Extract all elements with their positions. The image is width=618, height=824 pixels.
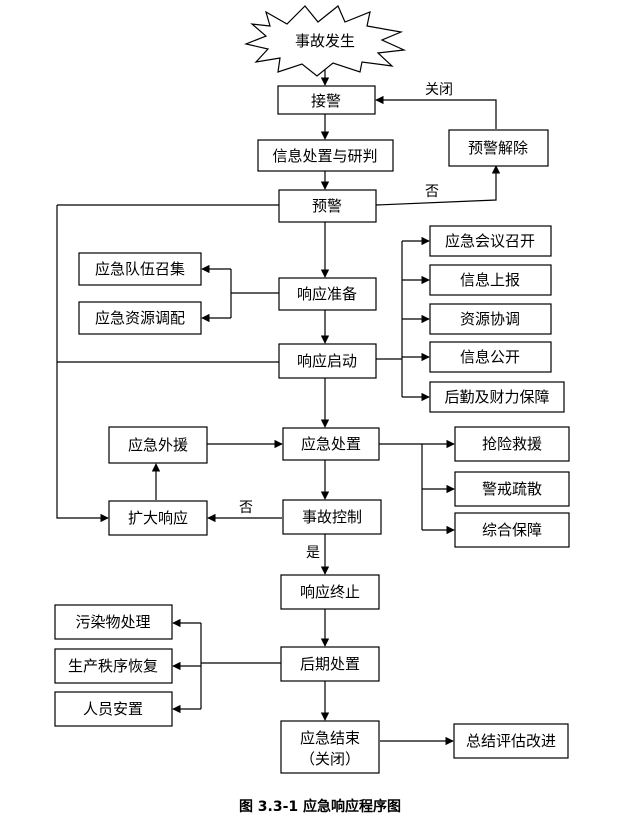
- edge-label-guanbi: 关闭: [425, 82, 453, 98]
- node-houqi-chuzhi: 后期处置: [280, 646, 380, 682]
- node-xiangying-zhunbei: 响应准备: [278, 277, 377, 311]
- starburst-shape: [243, 5, 407, 77]
- node-ziyuan-tiaopei: 应急资源调配: [78, 301, 202, 335]
- node-xinxi-gongkai-label: 信息公开: [460, 348, 520, 366]
- node-zongjie-gaijin-label: 总结评估改进: [466, 732, 556, 750]
- node-yujing-label: 预警: [312, 197, 342, 215]
- node-houqi-chuzhi-label: 后期处置: [300, 655, 360, 673]
- node-yingji-waiyuan: 应急外援: [108, 426, 208, 464]
- node-jiejing: 接警: [277, 85, 376, 115]
- edge-bus-to-kuoda: [56, 205, 109, 523]
- node-xiangying-zhunbei-label: 响应准备: [297, 285, 357, 303]
- node-xiangying-zhongzhi: 响应终止: [280, 574, 380, 610]
- node-duiwu-zhaoji: 应急队伍召集: [78, 252, 202, 286]
- node-shigu-kongzhi: 事故控制: [282, 499, 382, 535]
- node-yingji-chuzhi-label: 应急处置: [301, 435, 361, 453]
- node-huiyi-zhaokai-label: 应急会议召开: [445, 232, 535, 250]
- connectors: [56, 62, 501, 746]
- node-huiyi-zhaokai: 应急会议召开: [429, 225, 552, 257]
- node-qiangxian-jiuyuan: 抢险救援: [454, 426, 570, 462]
- node-houqin-baozhang: 后勤及财力保障: [429, 381, 565, 413]
- node-kuoda-xiangying: 扩大响应: [108, 500, 208, 536]
- node-yingji-jieshu: 应急结束 （关闭）: [280, 720, 380, 774]
- node-wuranwu-chuli: 污染物处理: [54, 604, 173, 640]
- node-ziyuan-xietiao-label: 资源协调: [460, 310, 520, 328]
- node-yujing-jiechu: 预警解除: [448, 129, 549, 167]
- node-yujing-jiechu-label: 预警解除: [468, 139, 528, 157]
- node-shigu-kongzhi-label: 事故控制: [302, 508, 362, 526]
- node-ziyuan-xietiao: 资源协调: [429, 303, 552, 335]
- node-xinxi-gongkai: 信息公开: [429, 341, 552, 373]
- edge-label-fou-yujing: 否: [425, 184, 439, 200]
- edge-jiechu-to-jiejing: [375, 95, 497, 129]
- node-ziyuan-tiaopei-label: 应急资源调配: [95, 309, 185, 327]
- edge-label-fou-kongzhi: 否: [239, 500, 253, 516]
- node-xiangying-qidong-label: 响应启动: [297, 352, 357, 370]
- node-zonghe-baozhang-label: 综合保障: [482, 521, 542, 539]
- node-houqin-baozhang-label: 后勤及财力保障: [444, 388, 549, 406]
- figure-caption: 图 3.3-1 应急响应程序图: [239, 798, 401, 815]
- node-xinxi-shangbao-label: 信息上报: [460, 271, 520, 289]
- node-jingjie-shusan: 警戒疏散: [454, 471, 570, 507]
- node-qiangxian-jiuyuan-label: 抢险救援: [482, 435, 542, 453]
- node-renyuan-anzhi: 人员安置: [54, 691, 173, 727]
- node-duiwu-zhaoji-label: 应急队伍召集: [95, 260, 185, 278]
- node-yingji-waiyuan-label: 应急外援: [128, 436, 188, 454]
- node-shengchan-huifu: 生产秩序恢复: [54, 648, 173, 684]
- node-xinxi-shangbao: 信息上报: [429, 264, 552, 296]
- edge-label-shi: 是: [306, 545, 320, 561]
- node-xinxi-chuzhi: 信息处置与研判: [257, 139, 394, 172]
- node-shengchan-huifu-label: 生产秩序恢复: [68, 657, 158, 675]
- node-yingji-chuzhi: 应急处置: [282, 427, 380, 461]
- node-jiejing-label: 接警: [311, 92, 341, 110]
- node-start: 事故发生: [243, 5, 407, 77]
- node-xiangying-qidong: 响应启动: [278, 343, 377, 379]
- node-wuranwu-chuli-label: 污染物处理: [75, 613, 150, 631]
- node-start-label: 事故发生: [295, 32, 355, 50]
- edge-yujing-to-jiechu: [375, 165, 501, 206]
- node-xinxi-chuzhi-label: 信息处置与研判: [272, 147, 377, 165]
- node-yingji-jieshu-label-line2: （关闭）: [300, 750, 360, 768]
- node-zongjie-gaijin: 总结评估改进: [453, 723, 569, 759]
- node-yingji-jieshu-label-line1: 应急结束: [300, 729, 360, 747]
- node-xiangying-zhongzhi-label: 响应终止: [300, 583, 360, 601]
- node-yujing: 预警: [278, 189, 377, 223]
- node-zonghe-baozhang: 综合保障: [454, 512, 570, 548]
- node-jingjie-shusan-label: 警戒疏散: [482, 480, 542, 498]
- node-kuoda-xiangying-label: 扩大响应: [128, 509, 188, 527]
- node-renyuan-anzhi-label: 人员安置: [83, 700, 143, 718]
